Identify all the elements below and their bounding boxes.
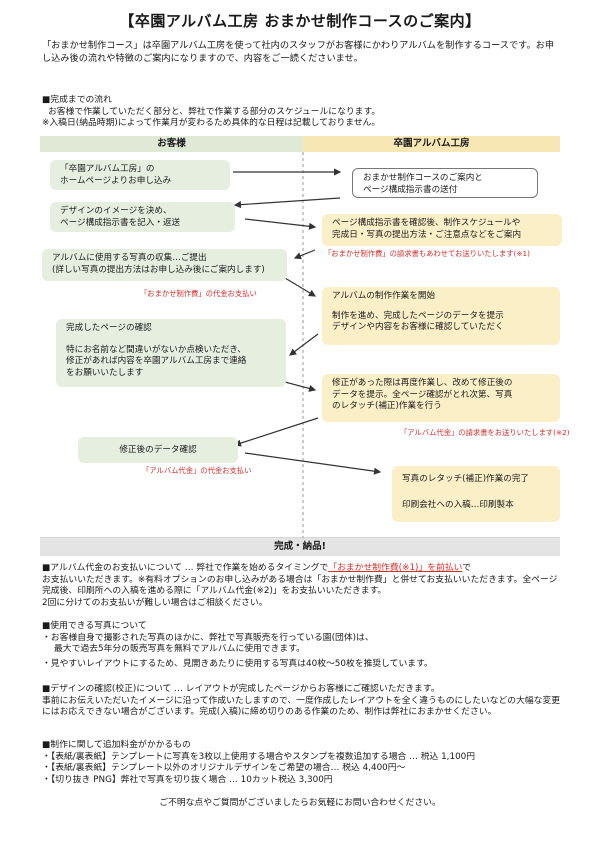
design-section: ■デザインの確認(校正)について … レイアウトが完成したページからお客様にご確… <box>42 684 562 719</box>
note-album-fee-payment: 「アルバム代金」の代金お支払い <box>142 466 252 475</box>
fees-line3: ・【切り抜き PNG】弊社で写真を切り抜く場合 … 10カット税込 3,300円 <box>42 774 333 785</box>
page-check-title: 完成したページの確認 <box>66 323 152 333</box>
step-revision: 修正があった際は再度作業し、改めて修正後の データを提示。全ページ確認がとれ次第… <box>322 374 560 422</box>
payment-section: ■アルバム代金のお支払いについて … 弊社で作業を始めるタイミングで「おまかせ制… <box>42 563 562 609</box>
design-line1: ■デザインの確認(校正)について … レイアウトが完成したページからお客様にご確… <box>42 684 440 694</box>
page-title: 【卒園アルバム工房 おまかせ制作コースのご案内】 <box>119 12 481 30</box>
payment-line1c: で <box>462 563 472 573</box>
fees-line1: ・【表紙/裏表紙】テンプレートに写真を3枚以上使用する場合やスタンプを複数追加す… <box>42 751 476 762</box>
closing-text: ご不明な点やご質問がございましたらお気軽にお問い合わせください。 <box>159 798 441 808</box>
fees-line2: ・【表紙/裏表紙】テンプレート以外のオリジナルデザインをご希望の場合… 税込 4… <box>42 763 406 773</box>
step-retouch-print: 写真のレタッチ(補正)作業の完了 印刷会社への入稿…印刷製本 <box>392 466 560 522</box>
flow-line1: お客様で作業していただく部分と、弊社で作業する部分のスケジュールになります。 <box>48 106 381 117</box>
photos-section: ■使用できる写真について ・お客様自身で撮影された写真のほかに、弊社で写真販売を… <box>42 621 562 670</box>
step-revised-data-check: 修正後のデータ確認 <box>78 437 238 463</box>
photos-heading: ■使用できる写真について <box>42 621 147 631</box>
step-page-check: 完成したページの確認 特にお名前など間違いがないか点検いただき、 修正があれば内… <box>56 319 286 387</box>
step-photo-collection: アルバムに使用する写真の収集…ご提出 (詳しい写真の提出方法はお申し込み後にご案… <box>42 249 287 281</box>
payment-prepay-highlight: 「おまかせ制作費(※1)」を前払い <box>328 563 463 573</box>
start-production-body: 制作を進め、完成したページのデータを提示 デザインや内容をお客様に確認していただ… <box>332 310 504 333</box>
completion-banner: 完成・納品! <box>40 538 560 556</box>
flow-line2: ※入稿日(納品時期)によって作業月が変わるため具体的な日程は記載しておりません。 <box>42 118 381 128</box>
note-album-fee-invoice: 「アルバム代金」の請求書をお送りいたします(※2) <box>400 428 570 437</box>
fees-heading: ■制作に関して追加料金がかかるもの <box>42 740 191 750</box>
flow-section: ■完成までの流れ お客様で作業していただく部分と、弊社で作業する部分のスケジュー… <box>42 95 562 130</box>
photos-line3: ・見やすいレイアウトにするため、見開きあたりに使用する写真は40枚～50枚を推奨… <box>42 658 433 669</box>
column-header-customer: お客様 <box>40 136 303 152</box>
step-apply: 「卒園アルバム工房」の ホームページよりお申し込み <box>50 160 230 190</box>
photos-line1: ・お客様自身で撮影された写真のほかに、弊社で写真販売を行っている園(団体)は、 <box>42 632 374 643</box>
intro-text: 「おまかせ制作コース」は卒園アルバム工房を使って社内のスタッフがお客様にかわりア… <box>42 40 555 64</box>
payment-line2: お支払いいただきます。※有料オプションのお申し込みがある場合は「おまかせ制作費」… <box>42 574 558 597</box>
page-check-body: 特にお名前など間違いがないか点検いただき、 修正があれば内容を卒園アルバム工房ま… <box>66 344 247 378</box>
note-production-fee-invoice: 「おまかせ制作費」の請求書もあわせてお送りいたします(※1) <box>324 249 530 258</box>
step-start-production: アルバムの制作作業を開始 制作を進め、完成したページのデータを提示 デザインや内… <box>322 287 560 345</box>
payment-line3: 2回に分けてのお支払いが難しい場合はご相談ください。 <box>42 597 268 608</box>
print-binding: 印刷会社への入稿…印刷製本 <box>402 499 514 510</box>
column-header-company: 卒園アルバム工房 <box>303 136 560 152</box>
start-production-title: アルバムの制作作業を開始 <box>332 291 436 301</box>
step-send-guide: おまかせ制作コースのご案内と ページ構成指示書の送付 <box>352 168 538 198</box>
fees-section: ■制作に関して追加料金がかかるもの ・【表紙/裏表紙】テンプレートに写真を3枚以… <box>42 740 562 786</box>
design-line2: 事前にお伝えいただいたイメージに沿って作成いたしますので、一度作成したレイアウト… <box>42 695 561 718</box>
payment-line1a: ■アルバム代金のお支払いについて … 弊社で作業を始めるタイミングで <box>42 563 329 573</box>
step-schedule-guide: ページ構成指示書を確認後、制作スケジュールや 完成日・写真の提出方法・ご注意点な… <box>322 214 562 246</box>
note-production-fee-payment: 「おまかせ制作費」の代金お支払い <box>140 289 257 298</box>
step-design-image: デザインのイメージを決め、 ページ構成指示書を記入・返送 <box>50 202 235 232</box>
photos-line2: 最大で過去5年分の販売写真を無料でアルバムに使用できます。 <box>54 644 305 654</box>
retouch-complete: 写真のレタッチ(補正)作業の完了 <box>402 474 530 484</box>
flow-heading: ■完成までの流れ <box>42 95 112 105</box>
